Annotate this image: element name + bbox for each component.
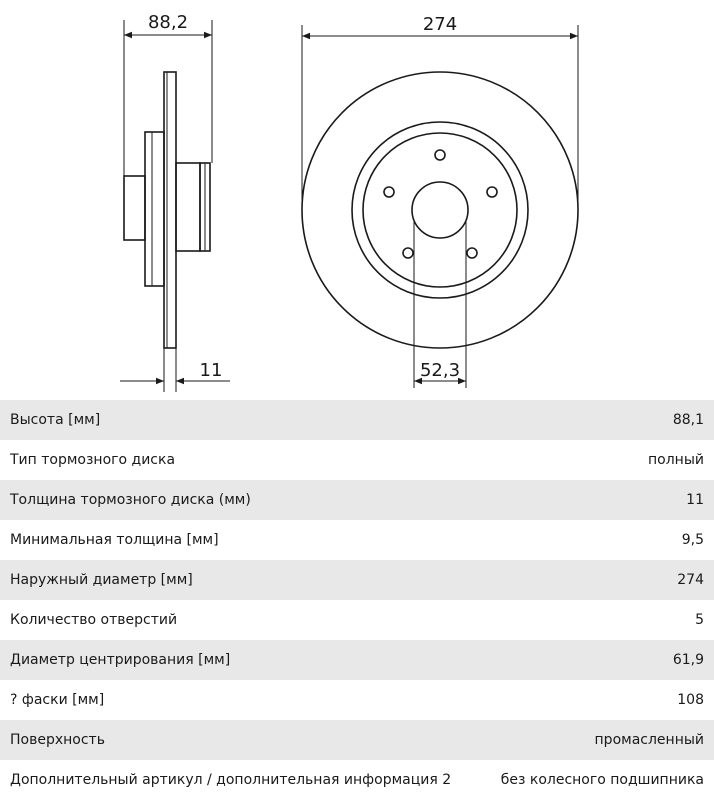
spec-value: промасленный (594, 732, 704, 748)
center-bore-circle (411, 181, 469, 239)
spec-label: Поверхность (10, 732, 105, 748)
bolt-hole (383, 186, 395, 198)
bolt-hole (402, 247, 414, 259)
spec-label: Количество отверстий (10, 612, 178, 628)
side-view (120, 20, 230, 392)
brake-disc-drawing: 88,2 11 274 52,3 (120, 12, 579, 392)
hub-stub-outline (123, 175, 146, 241)
bolt-hole (466, 247, 478, 259)
spec-value: 61,9 (672, 652, 704, 668)
right-boss-outline (175, 162, 201, 252)
spec-value: полный (648, 452, 704, 468)
table-row: Диаметр центрирования [мм] 61,9 (0, 640, 714, 680)
front-view (301, 25, 579, 388)
hat-outer-circle (351, 121, 529, 299)
spec-label: Диаметр центрирования [мм] (10, 652, 231, 668)
spec-label: Дополнительный артикул / дополнительная … (10, 772, 452, 788)
table-row: Дополнительный артикул / дополнительная … (0, 760, 714, 800)
outer-diameter-label: 274 (423, 14, 457, 35)
thickness-label: 11 (200, 360, 223, 381)
bolt-hole (434, 149, 446, 161)
spec-value: 9,5 (681, 532, 704, 548)
table-row: Количество отверстий 5 (0, 600, 714, 640)
table-row: ? фаски [мм] 108 (0, 680, 714, 720)
spec-value: 108 (677, 692, 704, 708)
spec-value: без колесного подшипника (500, 772, 704, 788)
spec-label: ? фаски [мм] (10, 692, 105, 708)
hat-inner-circle (362, 132, 518, 288)
spec-label: Толщина тормозного диска (мм) (10, 492, 251, 508)
table-row: Минимальная толщина [мм] 9,5 (0, 520, 714, 560)
table-row: Поверхность промасленный (0, 720, 714, 760)
hub-flange-outline (144, 131, 165, 287)
spec-label: Наружный диаметр [мм] (10, 572, 193, 588)
spec-value: 11 (686, 492, 704, 508)
center-bore-label: 52,3 (420, 360, 460, 381)
table-row: Толщина тормозного диска (мм) 11 (0, 480, 714, 520)
spec-value: 88,1 (672, 412, 704, 428)
spec-label: Тип тормозного диска (10, 452, 176, 468)
bolt-holes (383, 149, 498, 259)
specs-table: Высота [мм] 88,1 Тип тормозного диска по… (0, 400, 714, 800)
spec-label: Минимальная толщина [мм] (10, 532, 219, 548)
spec-value: 274 (677, 572, 704, 588)
table-row: Наружный диаметр [мм] 274 (0, 560, 714, 600)
table-row: Тип тормозного диска полный (0, 440, 714, 480)
bolt-hole (486, 186, 498, 198)
disc-plate-outline (163, 71, 177, 349)
hub-height-label: 88,2 (148, 12, 188, 33)
outer-edge-circle (301, 71, 579, 349)
spec-value: 5 (695, 612, 704, 628)
table-row: Высота [мм] 88,1 (0, 400, 714, 440)
spec-label: Высота [мм] (10, 412, 101, 428)
